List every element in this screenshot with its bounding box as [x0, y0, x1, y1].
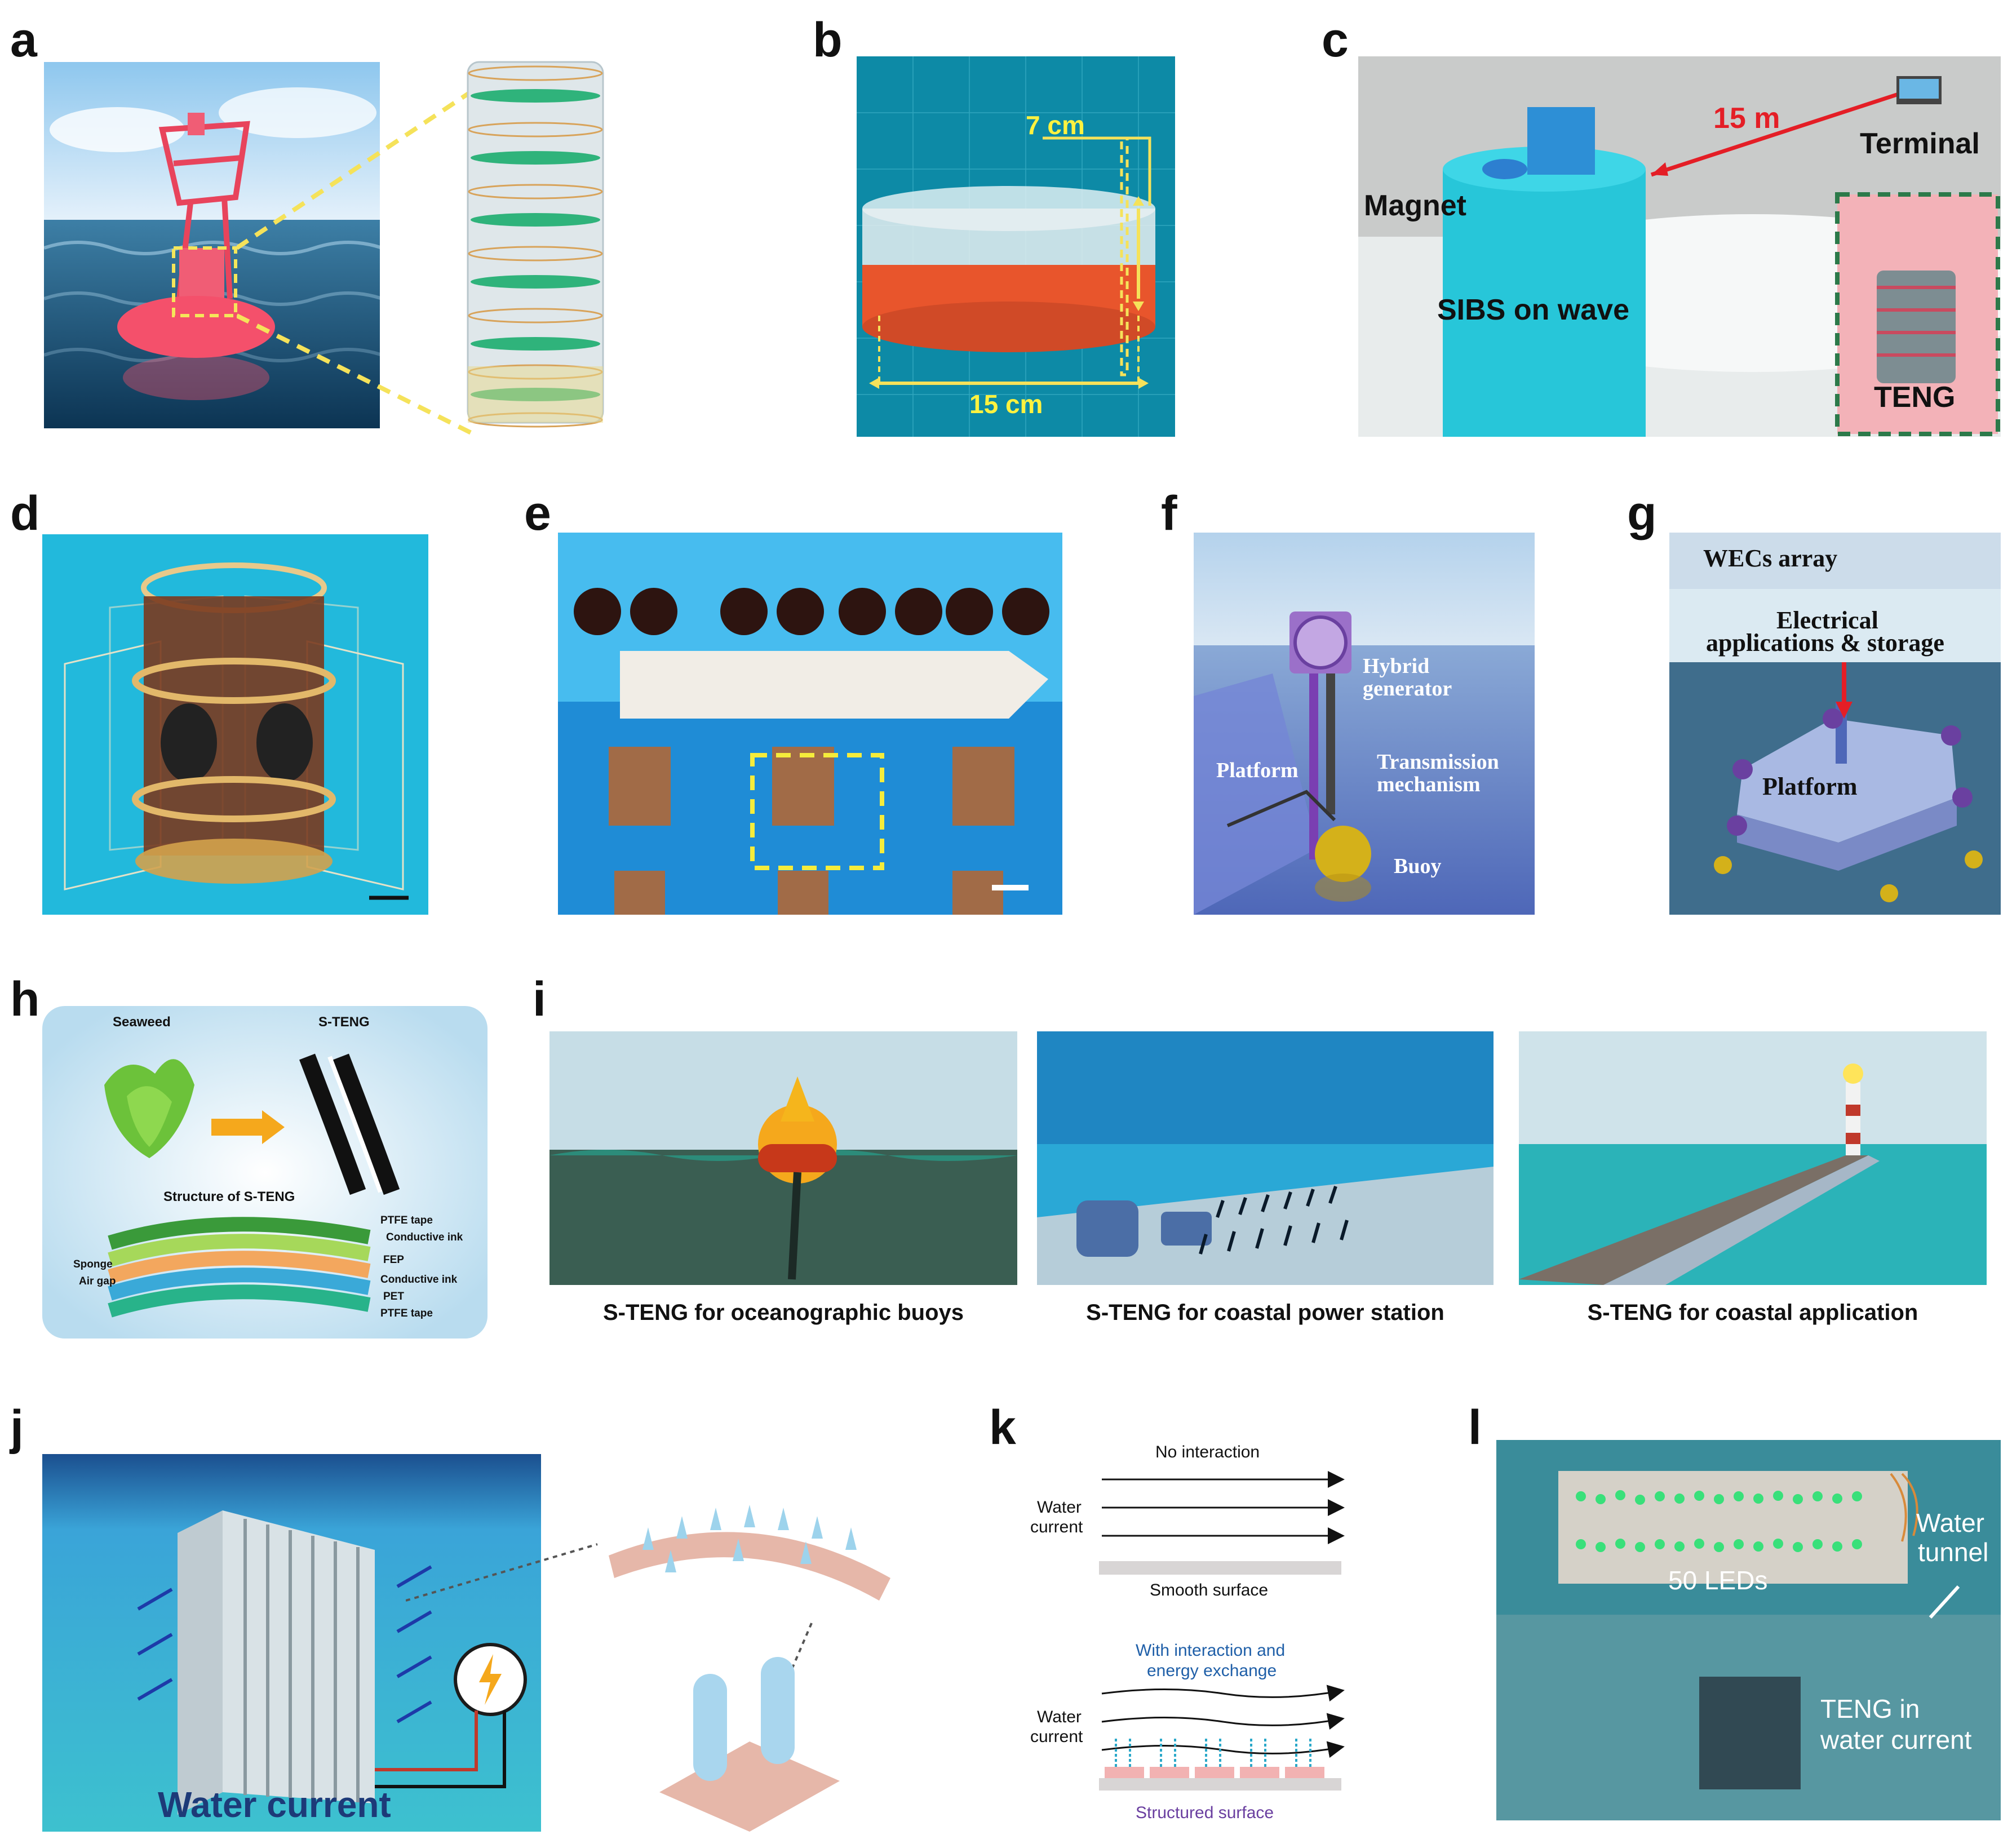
panel-l-photo: 50 LEDs Water tunnel TENG in water curre… [1496, 1440, 2001, 1820]
f-buoy-label: Buoy [1394, 854, 1442, 878]
i-caption-1: S-TENG for coastal power station [1086, 1300, 1444, 1325]
l-teng-label-1: TENG in [1820, 1694, 1920, 1723]
flow-interaction-diagram [1099, 1471, 1345, 1791]
l-tunnel-label-2: tunnel [1918, 1537, 1989, 1567]
f-platform-label: Platform [1216, 759, 1299, 782]
oceanographic-buoy-render [549, 1031, 1017, 1285]
buoy-scene [44, 62, 380, 428]
g-platform-label: Platform [1762, 773, 1858, 800]
panel-d-photo [42, 534, 428, 915]
panel-a-teng-stack [462, 51, 609, 434]
array-of-generators [558, 533, 1062, 915]
panel-c-photo: 15 m Terminal Magnet SIBS on wave TENG [1358, 56, 2001, 437]
panel-k-diagram: No interaction Water current Smooth surf… [1026, 1437, 1353, 1832]
stacked-cylinder [467, 61, 604, 428]
c-sibs-label: SIBS on wave [1437, 294, 1629, 326]
zoom-line-j [406, 1543, 598, 1602]
k-structured-label: Structured surface [1136, 1803, 1274, 1822]
c-terminal-label: Terminal [1860, 127, 1980, 160]
led-tunnel-photo [1496, 1440, 2001, 1820]
panel-i-coastal [1519, 1031, 1987, 1285]
h-layer-1: Conductive ink [386, 1231, 463, 1243]
f-transmission-label-1: Transmission [1377, 750, 1499, 774]
panel-label-k: k [989, 1401, 1016, 1455]
panel-label-a: a [10, 13, 37, 67]
zoom-lines-a [237, 88, 475, 436]
f-transmission-label-2: mechanism [1377, 773, 1481, 796]
i-caption-2: S-TENG for coastal application [1587, 1300, 1918, 1325]
l-teng-label-2: water current [1820, 1725, 1972, 1754]
b-width-label: 15 cm [969, 389, 1043, 419]
k-smooth-label: Smooth surface [1150, 1581, 1269, 1599]
tank-scene [1358, 56, 2001, 437]
panel-a-buoy-photo [44, 62, 380, 428]
panel-f-render: Hybrid generator Transmission mechanism … [1194, 533, 1535, 915]
j-water-current-label: Water current [158, 1784, 391, 1825]
coastal-power-station-render [1037, 1031, 1494, 1285]
c-distance-label: 15 m [1713, 102, 1780, 135]
wec-array-render [1669, 533, 2001, 915]
cylindrical-generator [42, 534, 428, 915]
panel-label-g: g [1627, 486, 1657, 540]
l-tunnel-label-1: Water [1916, 1508, 1984, 1537]
h-layer-2: FEP [383, 1254, 404, 1266]
k-with-interaction-label-1: With interaction and [1136, 1641, 1286, 1660]
panel-b-photo: 7 cm 15 cm [857, 56, 1175, 437]
h-sponge-label: Sponge [73, 1258, 113, 1270]
panel-j-detail [597, 1465, 902, 1837]
f-hybrid-label-1: Hybrid [1363, 654, 1430, 678]
h-layer-4: PET [383, 1291, 404, 1302]
g-applications-label-2: applications & storage [1706, 629, 1944, 657]
c-magnet-label: Magnet [1364, 189, 1466, 222]
hybrid-generator-render [1194, 533, 1535, 915]
f-hybrid-label-2: generator [1363, 677, 1452, 701]
device-on-cutting-mat [857, 56, 1175, 437]
k-with-interaction-label-2: energy exchange [1147, 1661, 1277, 1680]
panel-g-render: WECs array Electrical applications & sto… [1669, 533, 2001, 915]
h-seaweed-label: Seaweed [113, 1014, 171, 1030]
panel-i-buoys [549, 1031, 1017, 1285]
h-steng-label: S-TENG [318, 1014, 370, 1030]
coastal-application-render [1519, 1031, 1987, 1285]
panel-label-i: i [533, 972, 546, 1026]
panel-i-power-station [1037, 1031, 1494, 1285]
panel-label-c: c [1322, 13, 1349, 67]
panel-label-f: f [1161, 486, 1177, 540]
i-caption-0: S-TENG for oceanographic buoys [602, 1300, 964, 1325]
l-leds-label: 50 LEDs [1668, 1566, 1768, 1595]
panel-label-e: e [524, 486, 551, 540]
h-structure-label: Structure of S-TENG [163, 1189, 295, 1204]
panel-h-diagram: Seaweed S-TENG Structure of S-TENG PTFE … [42, 1006, 488, 1339]
c-teng-label: TENG [1874, 381, 1956, 414]
h-layer-5: PTFE tape [380, 1308, 433, 1319]
g-array-label: WECs array [1703, 544, 1838, 572]
b-height-label: 7 cm [1026, 110, 1085, 140]
s-teng-structure [42, 1006, 488, 1339]
h-layer-0: PTFE tape [380, 1215, 433, 1226]
k-water-label-4: current [1030, 1727, 1083, 1746]
panel-label-d: d [10, 486, 40, 540]
panel-j-render: Water current [42, 1454, 541, 1832]
panel-label-h: h [10, 972, 40, 1026]
g-applications-label-1: Electrical [1776, 606, 1878, 634]
panel-e-photo [558, 533, 1062, 915]
h-layer-3: Conductive ink [380, 1274, 458, 1286]
h-air-gap-label: Air gap [79, 1275, 116, 1287]
structured-surface-detail [609, 1505, 890, 1832]
panel-label-l: l [1468, 1401, 1482, 1455]
k-water-label-1: Water [1037, 1498, 1082, 1517]
water-current-teng-render [42, 1454, 541, 1832]
panel-label-j: j [10, 1401, 24, 1455]
k-water-label-2: current [1030, 1518, 1083, 1536]
k-no-interaction-label: No interaction [1155, 1443, 1260, 1461]
panel-label-b: b [813, 13, 843, 67]
k-water-label-3: Water [1037, 1708, 1082, 1726]
